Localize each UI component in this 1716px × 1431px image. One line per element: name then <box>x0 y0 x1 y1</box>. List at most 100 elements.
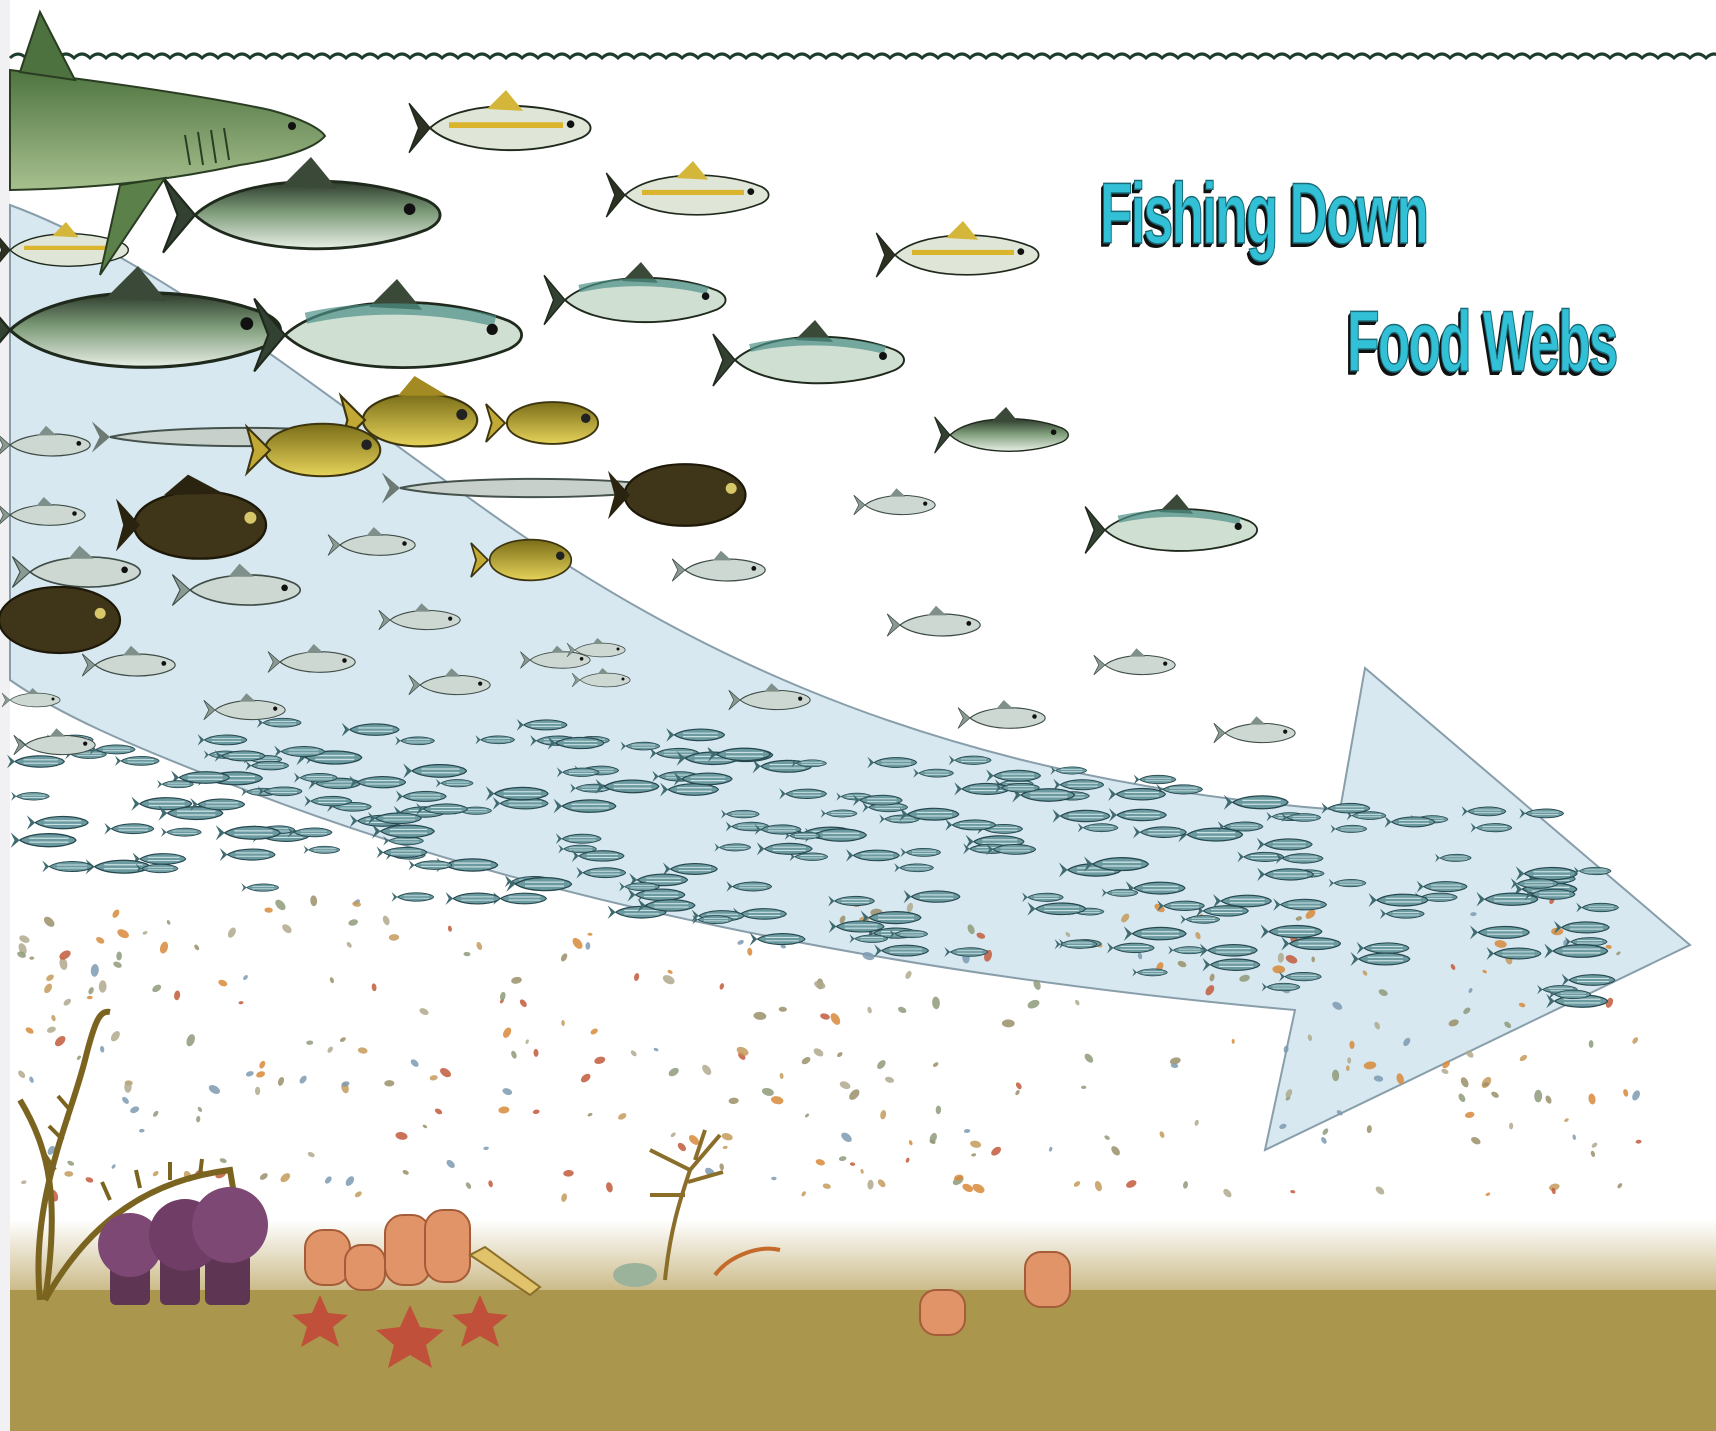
zooplankton-icon <box>111 908 121 919</box>
zooplankton-icon <box>617 1112 628 1121</box>
zooplankton-icon <box>402 1169 410 1176</box>
herring-icon <box>1214 716 1295 743</box>
zooplankton-icon <box>800 1055 811 1065</box>
zooplankton-icon <box>1457 1092 1467 1103</box>
zooplankton-icon <box>1290 1190 1296 1194</box>
zooplankton-icon <box>483 1146 489 1150</box>
zooplankton-icon <box>1459 1076 1470 1089</box>
zooplankton-icon <box>1591 1142 1598 1149</box>
zooplankton-icon <box>839 1080 852 1091</box>
zooplankton-icon <box>908 1140 913 1146</box>
zooplankton-icon <box>867 1180 874 1190</box>
zooplankton-icon <box>109 1029 122 1043</box>
zooplankton-icon <box>1074 999 1080 1006</box>
zooplankton-icon <box>847 1087 861 1102</box>
rockfish-icon <box>0 587 120 653</box>
tuna-icon <box>935 407 1069 453</box>
zooplankton-icon <box>499 991 506 1001</box>
zooplankton-icon <box>884 1076 894 1084</box>
zooplankton-icon <box>589 1027 598 1036</box>
water-surface-line <box>10 54 1716 58</box>
zooplankton-icon <box>630 1049 638 1057</box>
zooplankton-icon <box>67 1160 75 1167</box>
zooplankton-icon <box>219 1157 227 1164</box>
zooplankton-icon <box>197 1106 203 1113</box>
zooplankton-icon <box>46 1026 57 1034</box>
zooplankton-icon <box>139 1129 145 1133</box>
zooplankton-icon <box>1485 1192 1491 1197</box>
zooplankton-icon <box>85 1176 94 1183</box>
zooplankton-icon <box>971 1153 977 1157</box>
zooplankton-icon <box>667 969 674 975</box>
zooplankton-icon <box>475 941 483 951</box>
zooplankton-icon <box>990 1145 1003 1157</box>
sardine-icon <box>241 883 278 892</box>
tuna-icon <box>606 161 768 217</box>
zooplankton-icon <box>112 960 122 969</box>
herring-icon <box>854 488 935 515</box>
zooplankton-icon <box>434 1107 443 1115</box>
herring-icon <box>1094 648 1175 675</box>
zooplankton-icon <box>593 1055 606 1065</box>
zooplankton-icon <box>1125 1179 1138 1190</box>
sardine-icon <box>11 832 76 848</box>
zooplankton-icon <box>354 1190 363 1198</box>
zooplankton-icon <box>867 1006 873 1014</box>
zooplankton-icon <box>1590 1150 1596 1157</box>
zooplankton-icon <box>438 1066 452 1079</box>
zooplankton-icon <box>860 1169 864 1174</box>
zooplankton-icon <box>819 1012 830 1020</box>
zooplankton-icon <box>904 970 913 980</box>
zooplankton-icon <box>1589 1040 1594 1048</box>
zooplankton-icon <box>511 976 523 985</box>
zooplankton-icon <box>1094 1180 1104 1192</box>
zooplankton-icon <box>719 983 725 991</box>
zooplankton-icon <box>928 1132 938 1144</box>
zooplankton-icon <box>166 919 171 925</box>
zooplankton-icon <box>259 1172 269 1182</box>
zooplankton-icon <box>1026 998 1040 1010</box>
zooplankton-icon <box>25 1026 35 1035</box>
zooplankton-icon <box>1320 1136 1328 1145</box>
zooplankton-icon <box>879 1110 886 1120</box>
zooplankton-icon <box>897 1006 907 1015</box>
sardine-icon <box>27 815 88 830</box>
zooplankton-icon <box>518 998 528 1008</box>
zooplankton-icon <box>1464 1111 1475 1119</box>
zooplankton-icon <box>488 1180 494 1188</box>
zooplankton-icon <box>447 925 452 932</box>
zooplankton-icon <box>1544 1095 1552 1105</box>
sardine-icon <box>42 861 92 873</box>
zooplankton-icon <box>159 941 170 955</box>
zooplankton-icon <box>661 973 676 986</box>
zooplankton-icon <box>804 1113 810 1119</box>
sardine-icon <box>115 756 159 767</box>
zooplankton-icon <box>43 982 54 994</box>
zooplankton-icon <box>501 1026 513 1039</box>
zooplankton-icon <box>700 1063 713 1077</box>
zooplankton-icon <box>99 980 107 993</box>
zooplankton-icon <box>409 1058 420 1068</box>
zooplankton-icon <box>1194 1119 1200 1126</box>
zooplankton-icon <box>779 1073 784 1080</box>
zooplankton-icon <box>829 1011 843 1026</box>
zooplankton-icon <box>1622 1089 1629 1098</box>
zooplankton-icon <box>653 1047 659 1052</box>
zooplankton-icon <box>1232 1039 1235 1044</box>
zooplankton-icon <box>1631 1089 1642 1102</box>
zooplankton-icon <box>339 1036 347 1043</box>
zooplankton-icon <box>121 1096 130 1106</box>
zooplankton-icon <box>815 1158 826 1166</box>
zooplankton-icon <box>429 1075 438 1081</box>
zooplankton-icon <box>747 947 753 955</box>
zooplankton-icon <box>560 1193 568 1203</box>
zooplankton-icon <box>771 1177 776 1180</box>
zooplankton-icon <box>29 956 34 960</box>
zooplankton-icon <box>753 1011 766 1020</box>
zooplankton-icon <box>389 934 400 941</box>
zooplankton-icon <box>1182 1181 1188 1189</box>
sardine-icon <box>409 860 452 870</box>
zooplankton-icon <box>563 1170 574 1177</box>
zooplankton-icon <box>670 1132 677 1139</box>
